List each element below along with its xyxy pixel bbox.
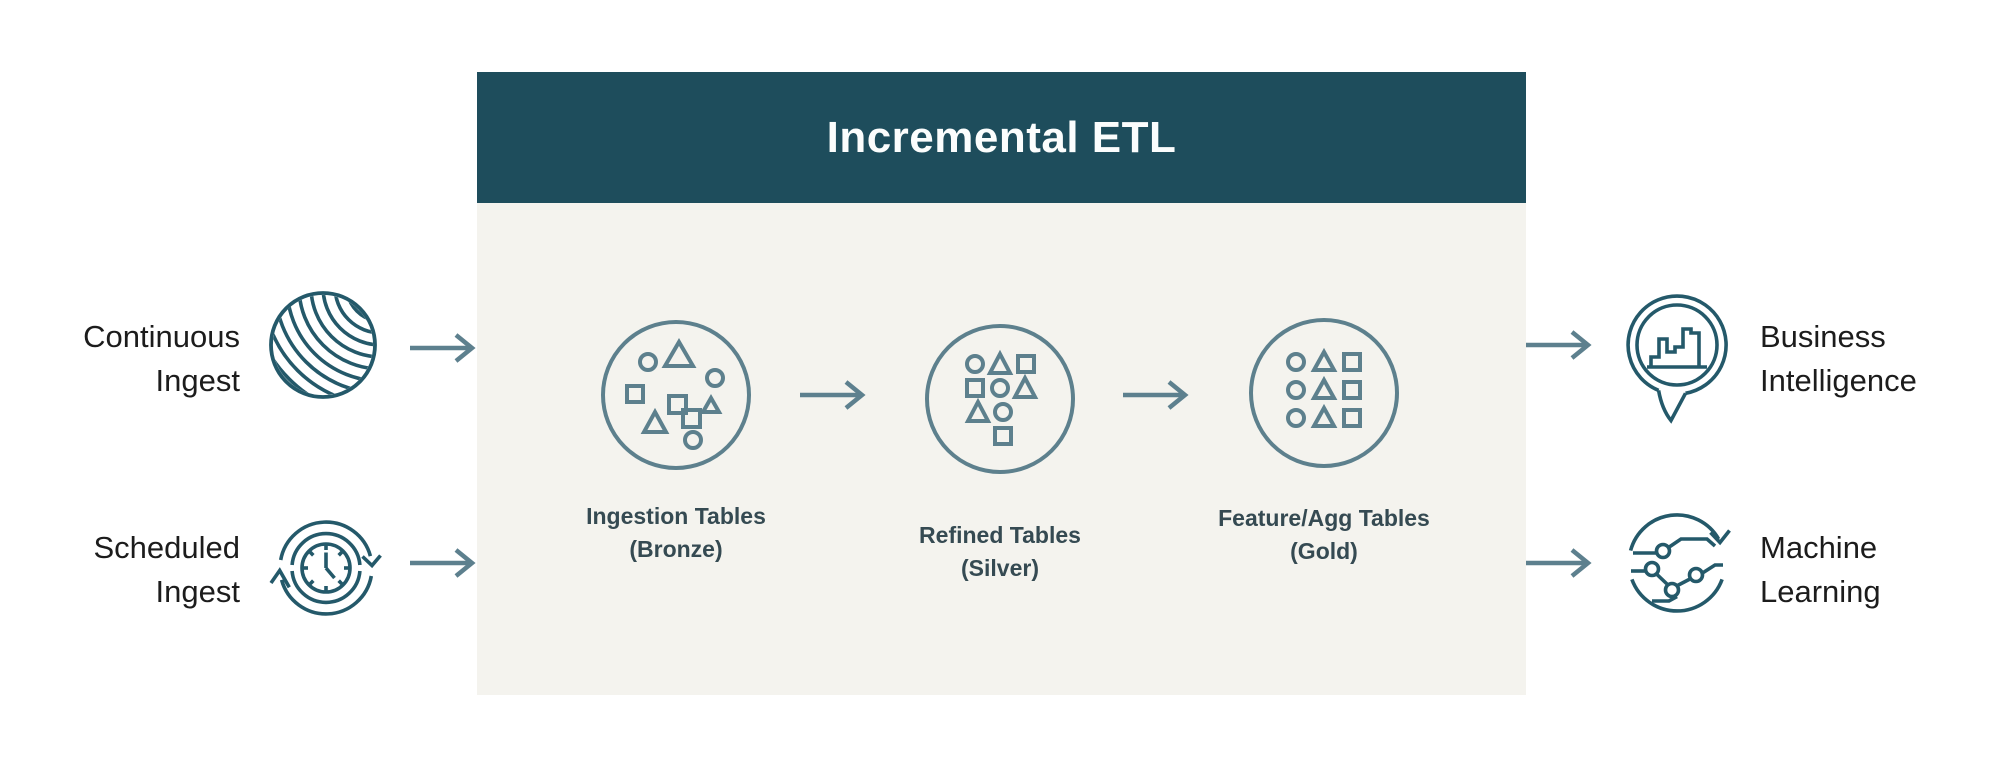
stage-caption-bronze: Ingestion Tables (Bronze) xyxy=(586,503,766,562)
etl-header-band: Incremental ETL xyxy=(477,72,1526,203)
right-arrow-icon xyxy=(410,548,476,578)
stage-caption-gold: Feature/Agg Tables (Gold) xyxy=(1218,505,1430,564)
etl-panel xyxy=(477,203,1526,695)
bar-chart-speech-bubble-icon xyxy=(1626,294,1728,424)
scheduled-clock-cycle-icon xyxy=(269,520,382,616)
output-label-business-intelligence: Business Intelligence xyxy=(1760,319,1917,398)
diagram-title: Incremental ETL xyxy=(826,112,1177,162)
continuous-stream-icon xyxy=(269,291,377,399)
ordered-shapes-grid-circle-icon xyxy=(1249,318,1399,468)
output-label-machine-learning: Machine Learning xyxy=(1760,530,1881,609)
stage-caption-silver: Refined Tables (Silver) xyxy=(919,522,1081,581)
scattered-shapes-circle-icon xyxy=(601,320,751,470)
right-arrow-icon xyxy=(800,380,866,410)
right-arrow-icon xyxy=(410,333,476,363)
input-label-scheduled-ingest: Scheduled Ingest xyxy=(93,530,240,609)
semi-ordered-shapes-circle-icon xyxy=(925,324,1075,474)
right-arrow-icon xyxy=(1526,548,1592,578)
right-arrow-icon xyxy=(1526,330,1592,360)
right-arrow-icon xyxy=(1123,380,1189,410)
input-label-continuous-ingest: Continuous Ingest xyxy=(83,319,240,398)
ml-circuit-cycle-icon xyxy=(1628,513,1731,613)
